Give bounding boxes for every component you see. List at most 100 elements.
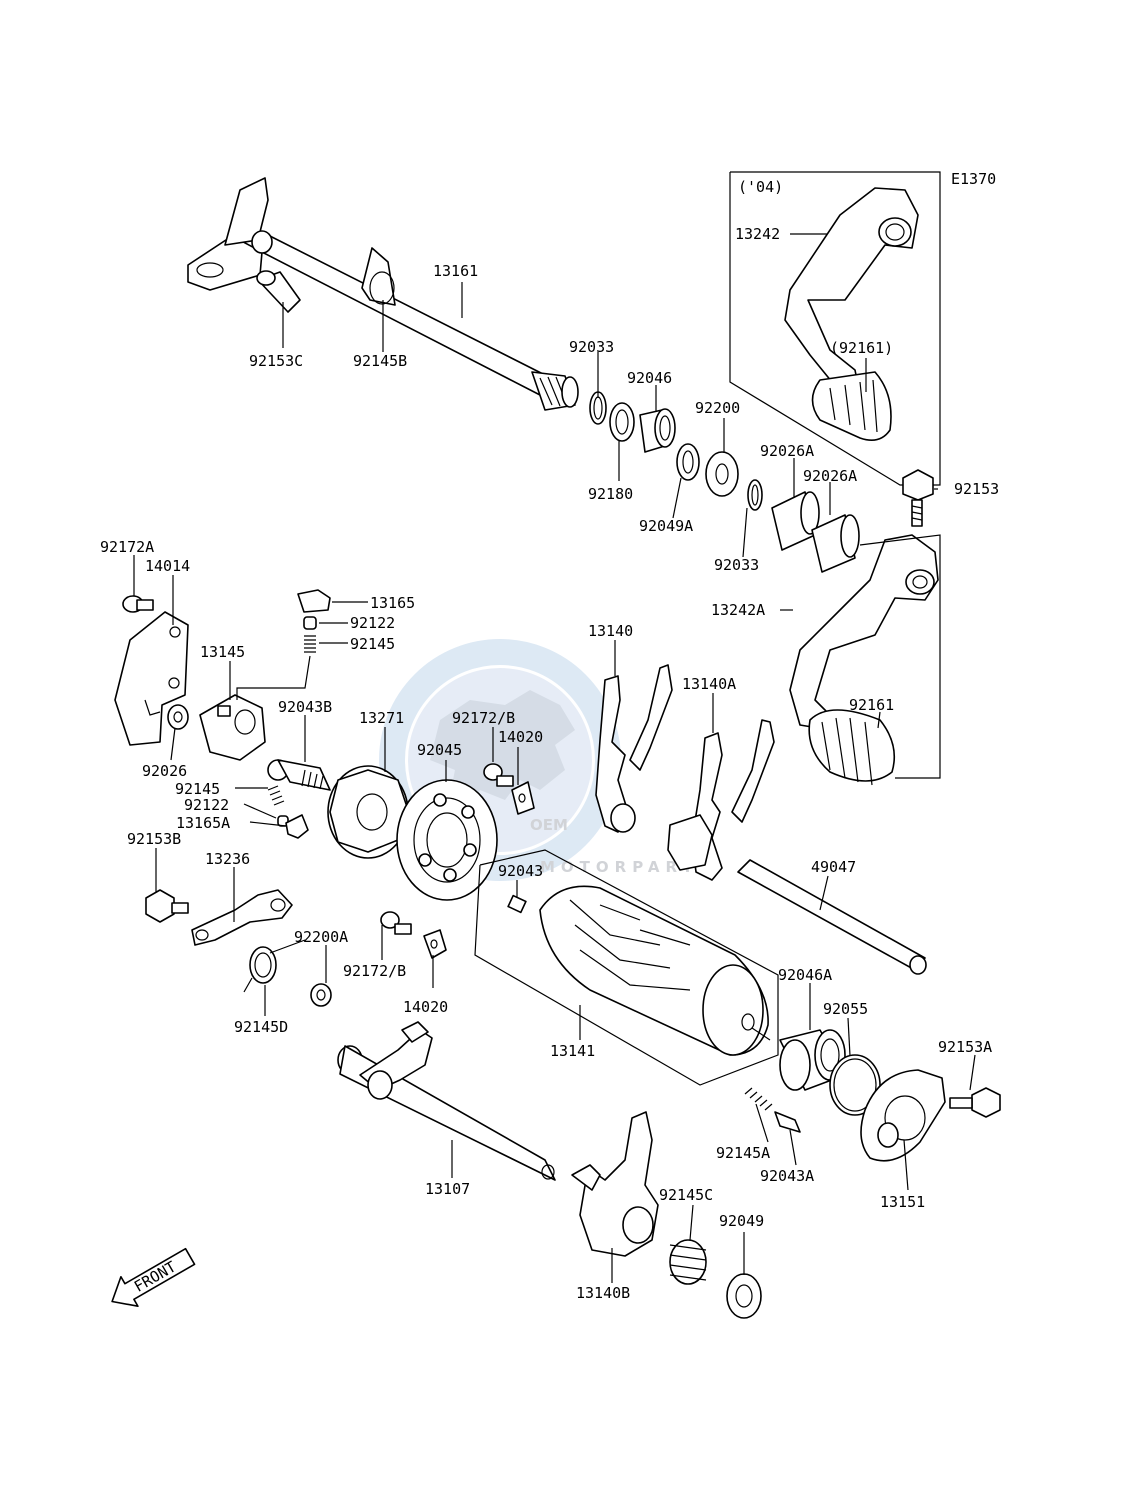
label-92026A-b: 92026A: [803, 467, 857, 485]
label-13145: 13145: [200, 643, 245, 661]
part-13165A-pawl: [285, 814, 309, 839]
label-14020-b: 14020: [403, 998, 448, 1016]
part-92153B-bolt: [145, 889, 189, 923]
label-92055: 92055: [823, 1000, 868, 1018]
spring-guide-line: [236, 655, 311, 700]
part-13107-fork-shaft: [337, 1021, 556, 1181]
part-13271-cam: [327, 765, 409, 859]
part-92049-oil-seal: [726, 1273, 762, 1319]
part-92200A-washer: [310, 983, 332, 1007]
label-92049: 92049: [719, 1212, 764, 1230]
label-92145B: 92145B: [353, 352, 407, 370]
part-92200-washer: [705, 451, 739, 497]
part-92043B-pin: [267, 759, 331, 791]
part-13236-arm: [191, 889, 293, 946]
label-13140A: 13140A: [682, 675, 736, 693]
label-92043A: 92043A: [760, 1167, 814, 1185]
part-13242-shift-pedal: [784, 187, 919, 441]
part-92145C-spring: [669, 1239, 707, 1285]
part-92145-spring-lower: [267, 785, 285, 806]
part-92043-pin: [507, 894, 527, 914]
part-92046-needle-bearing: [639, 408, 676, 453]
part-14020-lock-upper: [511, 781, 535, 815]
part-14020-lock-lower: [423, 929, 447, 959]
label-92046A: 92046A: [778, 966, 832, 984]
part-13242A-shift-pedal: [789, 534, 941, 786]
label-92049A: 92049A: [639, 517, 693, 535]
drum-frame: [474, 849, 779, 1086]
part-49047-fork-shaft: [737, 859, 927, 975]
label-92153: 92153: [954, 480, 999, 498]
front-arrow: FRONT: [111, 1247, 196, 1308]
label-92043B: 92043B: [278, 698, 332, 716]
part-labels: 13161 92153C 92145B 92033 92046 92180 92…: [100, 225, 999, 1302]
label-13242A: 13242A: [711, 601, 765, 619]
part-92026-washer: [167, 704, 189, 730]
part-13151-holder: [860, 1069, 946, 1162]
label-92122-a: 92122: [350, 614, 395, 632]
part-92043A-pin: [774, 1111, 801, 1133]
part-13165-pawl: [297, 589, 331, 613]
label-92172A: 92172A: [100, 538, 154, 556]
inset-2004: ('04): [729, 171, 941, 486]
label-92145C: 92145C: [659, 1186, 713, 1204]
part-92153A-bolt: [949, 1087, 1001, 1118]
label-13165A: 13165A: [176, 814, 230, 832]
label-92122-b: 92122: [184, 796, 229, 814]
part-92153-bolt: [902, 469, 934, 527]
pedal-bracket-line: [859, 534, 941, 779]
watermark-continents: [430, 690, 575, 810]
label-13140: 13140: [588, 622, 633, 640]
label-13161: 13161: [433, 262, 478, 280]
label-92172B-a: 92172/B: [452, 709, 515, 727]
part-92145D-spring: [243, 939, 306, 993]
part-13141-shift-drum: [474, 849, 779, 1086]
label-14020-a: 14020: [498, 728, 543, 746]
part-13161-shift-shaft: [187, 177, 579, 411]
label-92033-a: 92033: [569, 338, 614, 356]
label-92153B: 92153B: [127, 830, 181, 848]
label-92161-paren: (92161): [830, 339, 893, 357]
watermark-main: OEM: [530, 816, 568, 834]
part-92180-washer: [609, 402, 635, 442]
part-13140B-shift-fork: [571, 1111, 659, 1257]
label-92043: 92043: [498, 862, 543, 880]
part-13140A-shift-fork: [667, 719, 775, 881]
part-92122-pin: [303, 616, 317, 630]
label-13242: 13242: [735, 225, 780, 243]
part-92172A-bolt: [122, 595, 154, 613]
label-49047: 49047: [811, 858, 856, 876]
label-92145-b: 92145: [175, 780, 220, 798]
label-92046: 92046: [627, 369, 672, 387]
label-92172B-b: 92172/B: [343, 962, 406, 980]
label-14014: 14014: [145, 557, 190, 575]
label-13165: 13165: [370, 594, 415, 612]
label-92045: 92045: [417, 741, 462, 759]
watermark-sub: MOTORPARTS: [540, 858, 715, 876]
label-13236: 13236: [205, 850, 250, 868]
part-92049A-oil-seal: [676, 443, 700, 481]
part-92172B-bolt-upper: [483, 763, 514, 787]
label-92145D: 92145D: [234, 1018, 288, 1036]
part-13140-shift-fork: [595, 664, 673, 833]
inset-label: ('04): [738, 178, 783, 196]
label-92200A: 92200A: [294, 928, 348, 946]
label-92033-b: 92033: [714, 556, 759, 574]
label-92200: 92200: [695, 399, 740, 417]
label-13140B: 13140B: [576, 1284, 630, 1302]
label-13107: 13107: [425, 1180, 470, 1198]
label-92026: 92026: [142, 762, 187, 780]
label-92145-a: 92145: [350, 635, 395, 653]
label-13141: 13141: [550, 1042, 595, 1060]
part-92145-spring-upper: [236, 635, 316, 700]
part-92172B-bolt-lower: [380, 911, 412, 935]
part-92045-bearing: [396, 779, 498, 901]
part-92033-circlip-2: [747, 479, 763, 511]
label-92153A: 92153A: [938, 1038, 992, 1056]
label-92153C: 92153C: [249, 352, 303, 370]
label-92026A-a: 92026A: [760, 442, 814, 460]
leader-lines: [133, 233, 976, 1283]
part-13145-pawl-holder: [199, 694, 266, 761]
